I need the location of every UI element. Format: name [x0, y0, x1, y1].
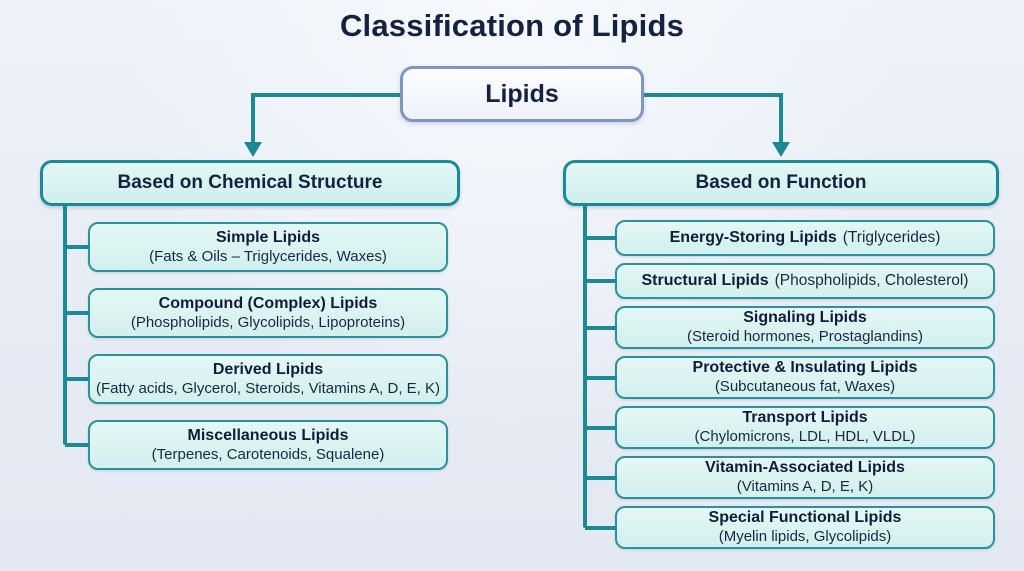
item-title: Simple Lipids: [215, 228, 320, 246]
classification-item: Structural Lipids (Phospholipids, Cholest…: [585, 263, 995, 299]
item-detail: (Terpenes, Carotenoids, Squalene): [151, 445, 385, 463]
item-detail: (Fatty acids, Glycerol, Steroids, Vitami…: [96, 379, 440, 397]
item-title: Special Functional Lipids: [708, 509, 902, 527]
classification-item: Compound (Complex) Lipids(Phospholipids,…: [65, 288, 448, 338]
classification-item: Vitamin-Associated Lipids(Vitamins A, D,…: [585, 456, 995, 499]
item-title: Vitamin-Associated Lipids: [705, 459, 905, 477]
item-title: Structural Lipids: [641, 272, 769, 289]
item-detail: (Subcutaneous fat, Waxes): [714, 378, 896, 396]
connector-spine: [63, 203, 67, 445]
classification-item: Signaling Lipids(Steroid hormones, Prost…: [585, 306, 995, 349]
item-detail: (Phospholipids, Glycolipids, Lipoprotein…: [130, 313, 406, 331]
branch-items: Simple Lipids(Fats & Oils – Triglyceride…: [65, 222, 448, 486]
root-node-label: Lipids: [485, 79, 559, 108]
root-node-lipids: Lipids: [400, 66, 644, 122]
classification-item: Transport Lipids(Chylomicrons, LDL, HDL,…: [585, 406, 995, 449]
classification-item: Simple Lipids(Fats & Oils – Triglyceride…: [65, 222, 448, 272]
connector-left-vertical: [251, 93, 255, 143]
item-title: Energy-Storing Lipids: [669, 229, 837, 246]
item-title: Transport Lipids: [742, 409, 868, 427]
classification-item: Special Functional Lipids(Myelin lipids,…: [585, 506, 995, 549]
branch-header-chemical-structure: Based on Chemical Structure: [40, 160, 460, 206]
item-detail: (Vitamins A, D, E, K): [736, 478, 874, 496]
arrow-down-icon: [772, 142, 790, 157]
item-detail: (Fats & Oils – Triglycerides, Waxes): [149, 247, 387, 265]
diagram-title: Classification of Lipids: [339, 8, 685, 43]
item-title: Signaling Lipids: [743, 309, 867, 327]
item-title: Compound (Complex) Lipids: [158, 294, 378, 312]
item-title: Miscellaneous Lipids: [187, 426, 349, 444]
branch-function: Based on Function Energy-Storing Lipids (…: [563, 160, 999, 549]
connector-spine: [583, 203, 587, 528]
classification-item: Protective & Insulating Lipids(Subcutane…: [585, 356, 995, 399]
item-detail: (Triglycerides): [842, 229, 941, 247]
arrow-down-icon: [244, 142, 262, 157]
classification-item: Derived Lipids(Fatty acids, Glycerol, St…: [65, 354, 448, 404]
item-detail: (Steroid hormones, Prostaglandins): [687, 328, 923, 346]
classification-item: Miscellaneous Lipids(Terpenes, Carotenoi…: [65, 420, 448, 470]
item-detail: (Phospholipids, Cholesterol): [774, 272, 969, 290]
branch-header-function: Based on Function: [563, 160, 999, 206]
connector-right-horizontal: [641, 93, 783, 97]
item-title: Protective & Insulating Lipids: [692, 359, 918, 377]
connector-right-vertical: [779, 93, 783, 143]
item-detail: (Myelin lipids, Glycolipids): [718, 528, 892, 546]
item-title: Derived Lipids: [212, 360, 324, 378]
item-detail: (Chylomicrons, LDL, HDL, VLDL): [694, 428, 916, 446]
branch-items: Energy-Storing Lipids (Triglycerides) Stru…: [585, 220, 995, 556]
branch-chemical-structure: Based on Chemical Structure Simple Lipid…: [40, 160, 460, 470]
classification-item: Energy-Storing Lipids (Triglycerides): [585, 220, 995, 256]
connector-left-horizontal: [251, 93, 403, 97]
